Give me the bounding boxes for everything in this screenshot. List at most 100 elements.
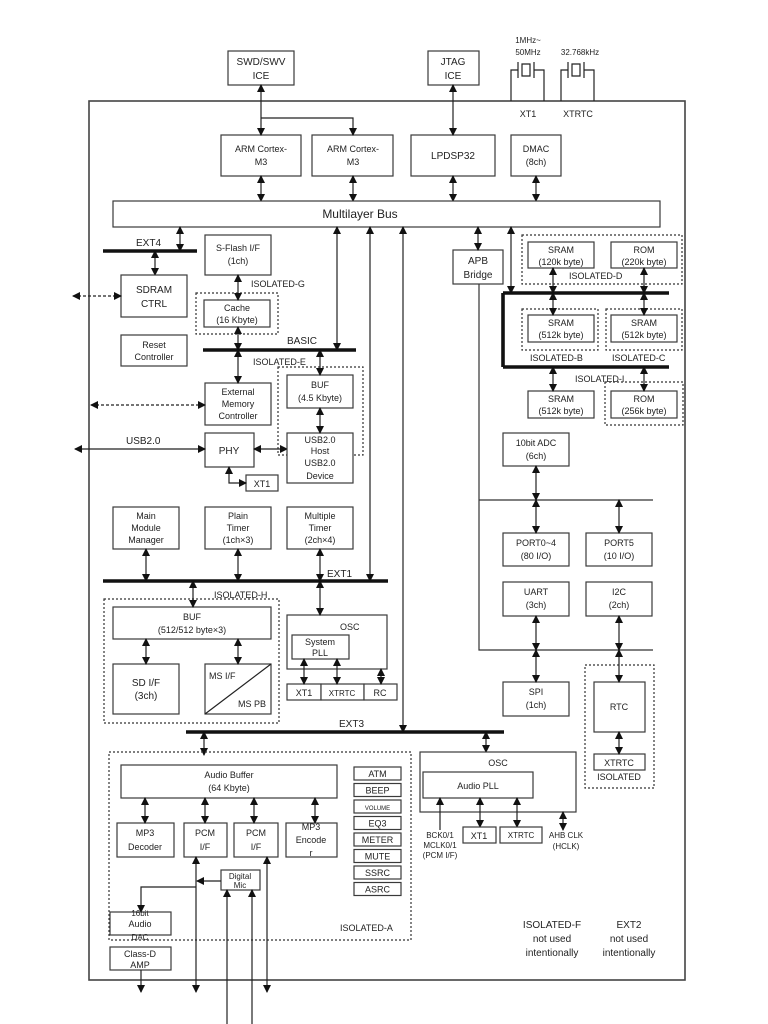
sram120-line1: SRAM [548, 245, 574, 255]
spi-line2: (1ch) [526, 700, 547, 710]
sd-buf-line2: (512/512 byte×3) [158, 625, 226, 635]
phy-label: PHY [219, 446, 240, 457]
rom256-line1: ROM [634, 394, 655, 404]
system-osc-label: OSC [340, 622, 360, 632]
system-pll-line1: System [305, 637, 335, 647]
mp3-encoder-block: MP3 Encode r [285, 822, 338, 858]
sram512c-line1: SRAM [631, 318, 657, 328]
uart-line1: UART [524, 587, 549, 597]
rom-256k-block: ROM (256k byte) [610, 390, 678, 419]
ext1-label: EXT1 [327, 569, 352, 580]
note-ext2: EXT2 not used intentionally [603, 920, 656, 959]
audio-osc-xt1-block: XT1 [462, 826, 497, 844]
ms-if-pb-block: MS I/F MS PB [204, 663, 272, 715]
multi-timer-line2: Timer [309, 523, 332, 533]
pcm2-line1: PCM [246, 828, 266, 838]
usb-device-line1: USB2.0 [304, 458, 335, 468]
sram-512k-i-block: SRAM (512k byte) [527, 390, 595, 419]
xt1-label: XT1 [520, 109, 537, 119]
multi-timer-line3: (2ch×4) [305, 535, 336, 545]
plain-timer-block: Plain Timer (1ch×3) [204, 506, 272, 550]
jtag-ice-line2: ICE [445, 71, 462, 82]
sdram-ctrl-block: SDRAM CTRL [120, 274, 188, 318]
rom-220k-block: ROM (220k byte) [610, 241, 678, 269]
sram512i-line2: (512k byte) [538, 406, 583, 416]
sys-osc-xtrtc: XTRTC [329, 689, 356, 698]
sflash-line2: (1ch) [228, 256, 249, 266]
isolated-a-label: ISOLATED-A [340, 923, 393, 933]
swd-ice-line2: ICE [253, 71, 270, 82]
xt1-crystal: 1MHz~ 50MHz XT1 [510, 36, 545, 119]
port0-4-block: PORT0~4 (80 I/O) [502, 532, 570, 567]
ext2-line2: not used [610, 934, 648, 945]
rtc-isolated-label: ISOLATED [597, 772, 641, 782]
reset-line2: Controller [134, 352, 173, 362]
effect-label-beep: BEEP [365, 786, 389, 796]
effect-box-ssrc [353, 865, 402, 880]
jtag-ice-line1: JTAG [441, 57, 466, 68]
phy-xt1-label: XT1 [254, 479, 271, 489]
digital-mic-line2: Mic [234, 881, 246, 890]
isolated-f-line3: intentionally [526, 948, 579, 959]
audio-osc-xtrtc: XTRTC [508, 831, 535, 840]
xtrtc-crystal: 32.768kHz XTRTC [560, 48, 599, 119]
isolated-f-line1: ISOLATED-F [523, 920, 581, 931]
dac-line1: 16bit [131, 909, 149, 918]
usb-host-device-block: USB2.0 Host USB2.0 Device [286, 432, 354, 484]
effect-box-mute [353, 848, 402, 864]
audio-osc-label: OSC [488, 758, 508, 768]
note-isolated-f: ISOLATED-F not used intentionally [523, 920, 581, 959]
arm1-line1: ARM Cortex- [235, 144, 287, 154]
apb-bridge-block: APB Bridge [452, 249, 504, 285]
phy-xt1-block: XT1 [245, 474, 279, 492]
audio-buffer-line1: Audio Buffer [204, 770, 253, 780]
usb-host-line2: Host [311, 446, 330, 456]
effect-label-meter: METER [362, 835, 394, 845]
isolated-e-region [277, 366, 364, 456]
amp-line2: AMP [130, 960, 150, 970]
usb-buf-block: BUF (4.5 Kbyte) [286, 374, 354, 409]
sram-512k-b-block: SRAM (512k byte) [527, 314, 595, 343]
xtrtc-freq: 32.768kHz [561, 48, 599, 57]
mmm-line1: Main [136, 511, 156, 521]
sram-512k-c-block: SRAM (512k byte) [610, 314, 678, 343]
effect-label-volume: VOLUME [365, 806, 390, 812]
sdram-line2: CTRL [141, 299, 168, 310]
jtag-ice-block: JTAG ICE [427, 50, 480, 86]
isolated-i-region [604, 381, 684, 426]
adc-line1: 10bit ADC [516, 438, 557, 448]
rtc-xtrtc-block: XTRTC [593, 753, 646, 771]
cache-line2: (16 Kbyte) [216, 315, 258, 325]
basic-bus-label: BASIC [287, 336, 317, 347]
audio-osc-xtrtc-block: XTRTC [499, 826, 543, 844]
effect-label-asrc: ASRC [365, 885, 391, 895]
plain-timer-line3: (1ch×3) [223, 535, 254, 545]
uart-line2: (3ch) [526, 600, 547, 610]
sram512c-line2: (512k byte) [621, 330, 666, 340]
plain-timer-line1: Plain [228, 511, 248, 521]
ms-pb-label: MS PB [238, 699, 266, 709]
mp3-dec-line2: Decoder [128, 842, 162, 852]
isolated-d-region [521, 234, 683, 285]
bck-line3: (PCM I/F) [423, 851, 458, 860]
swd-ice-line1: SWD/SWV [237, 57, 286, 68]
isolated-c-label: ISOLATED-C [612, 353, 666, 363]
arm2-line1: ARM Cortex- [327, 144, 379, 154]
sd-buf-block: BUF (512/512 byte×3) [112, 606, 272, 640]
audio-osc-xt1: XT1 [471, 831, 488, 841]
dmac-block: DMAC (8ch) [510, 134, 562, 177]
isolated-f-line2: not used [533, 934, 571, 945]
xtrtc-label: XTRTC [563, 109, 593, 119]
system-pll-line2: PLL [312, 648, 328, 658]
ahb-clk-line1: AHB CLK [549, 831, 584, 840]
audio-osc-block: OSC Audio PLL [419, 751, 577, 813]
dmac-line2: (8ch) [526, 157, 547, 167]
rtc-label: RTC [610, 702, 629, 712]
sram-120k-block: SRAM (120k byte) [527, 241, 595, 269]
cache-block: Cache (16 Kbyte) [203, 299, 271, 328]
effect-label-mute: MUTE [365, 852, 391, 862]
effect-box-beep [353, 782, 402, 798]
sram512b-line1: SRAM [548, 318, 574, 328]
pcm1-line2: I/F [200, 842, 211, 852]
